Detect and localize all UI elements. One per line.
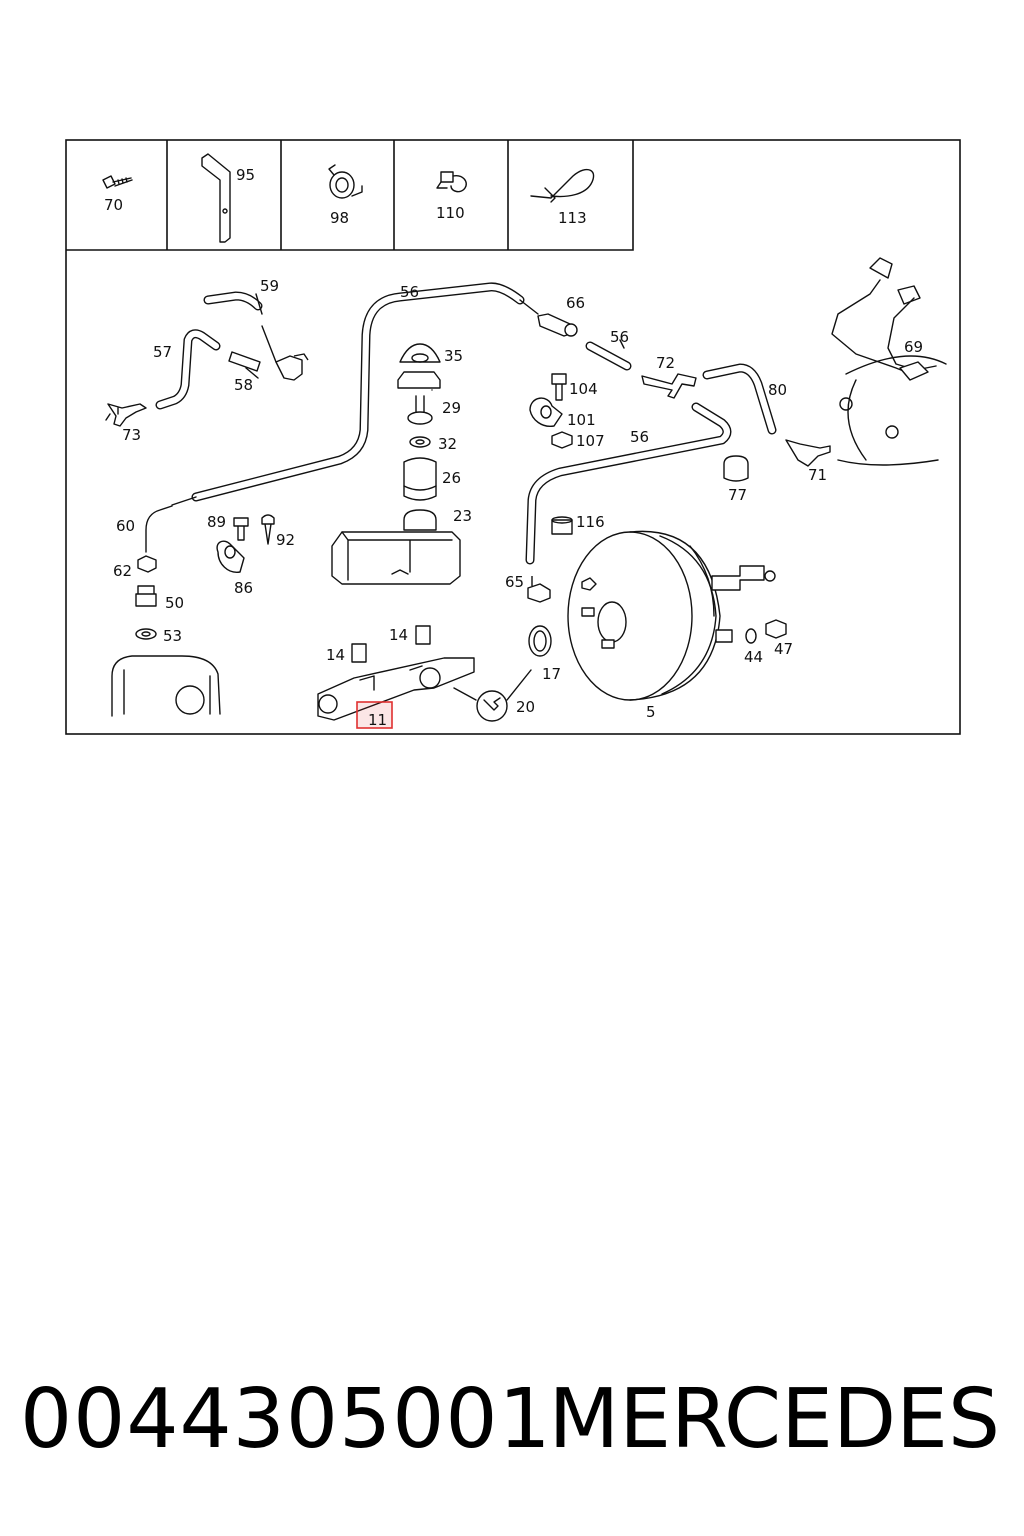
callout-104: 104 <box>569 380 598 398</box>
hose-clamp-icon <box>328 164 363 199</box>
callout-11: 11 <box>368 711 387 729</box>
callout-29: 29 <box>442 399 461 417</box>
screw-icon <box>102 175 133 189</box>
brand-name: MERCEDES <box>548 1372 1000 1467</box>
callout-50: 50 <box>165 594 184 612</box>
inset-label-98: 98 <box>330 209 349 227</box>
callout-77: 77 <box>728 486 747 504</box>
callout-92: 92 <box>276 531 295 549</box>
highlighted-part-11[interactable]: 11 <box>356 701 393 729</box>
callout-14: 14 <box>389 626 408 644</box>
callout-57: 57 <box>153 343 172 361</box>
inset-label-113: 113 <box>558 209 587 227</box>
callout-20: 20 <box>516 698 535 716</box>
callout-47: 47 <box>774 640 793 658</box>
callout-56: 56 <box>400 283 419 301</box>
inset-label-110: 110 <box>436 204 465 222</box>
callout-107: 107 <box>576 432 605 450</box>
inset-label-70: 70 <box>104 196 123 214</box>
callout-73: 73 <box>122 426 141 444</box>
callout-101: 101 <box>567 411 596 429</box>
callout-80: 80 <box>768 381 787 399</box>
callout-60: 60 <box>116 517 135 535</box>
callout-17: 17 <box>542 665 561 683</box>
callout-59: 59 <box>260 277 279 295</box>
callout-66: 66 <box>566 294 585 312</box>
callout-89: 89 <box>207 513 226 531</box>
callout-65: 65 <box>505 573 524 591</box>
callout-72: 72 <box>656 354 675 372</box>
callouts: 59 56 66 56 57 58 35 29 32 26 23 73 104 … <box>113 277 923 721</box>
callout-69: 69 <box>904 338 923 356</box>
bracket-icon <box>201 153 231 243</box>
callout-44: 44 <box>744 648 763 666</box>
clip-icon <box>436 171 467 193</box>
part-number: 0044305001 <box>20 1372 552 1467</box>
callout-86: 86 <box>234 579 253 597</box>
callout-23: 23 <box>453 507 472 525</box>
callout-116: 116 <box>576 513 605 531</box>
callout-58: 58 <box>234 376 253 394</box>
cable-tie-icon <box>530 168 595 203</box>
callout-62: 62 <box>113 562 132 580</box>
callout-56: 56 <box>630 428 649 446</box>
callout-32: 32 <box>438 435 457 453</box>
footer: 0044305001 MERCEDES <box>0 1360 1024 1480</box>
inset-grid <box>66 140 634 251</box>
callout-56: 56 <box>610 328 629 346</box>
diagram-frame <box>65 139 961 735</box>
inset-label-95: 95 <box>236 166 255 184</box>
callout-71: 71 <box>808 466 827 484</box>
callout-53: 53 <box>163 627 182 645</box>
callout-14: 14 <box>326 646 345 664</box>
callout-35: 35 <box>444 347 463 365</box>
callout-5: 5 <box>646 703 656 721</box>
highlight-box <box>356 701 393 729</box>
callout-26: 26 <box>442 469 461 487</box>
parts-diagram: 70 95 98 110 113 <box>65 139 961 735</box>
